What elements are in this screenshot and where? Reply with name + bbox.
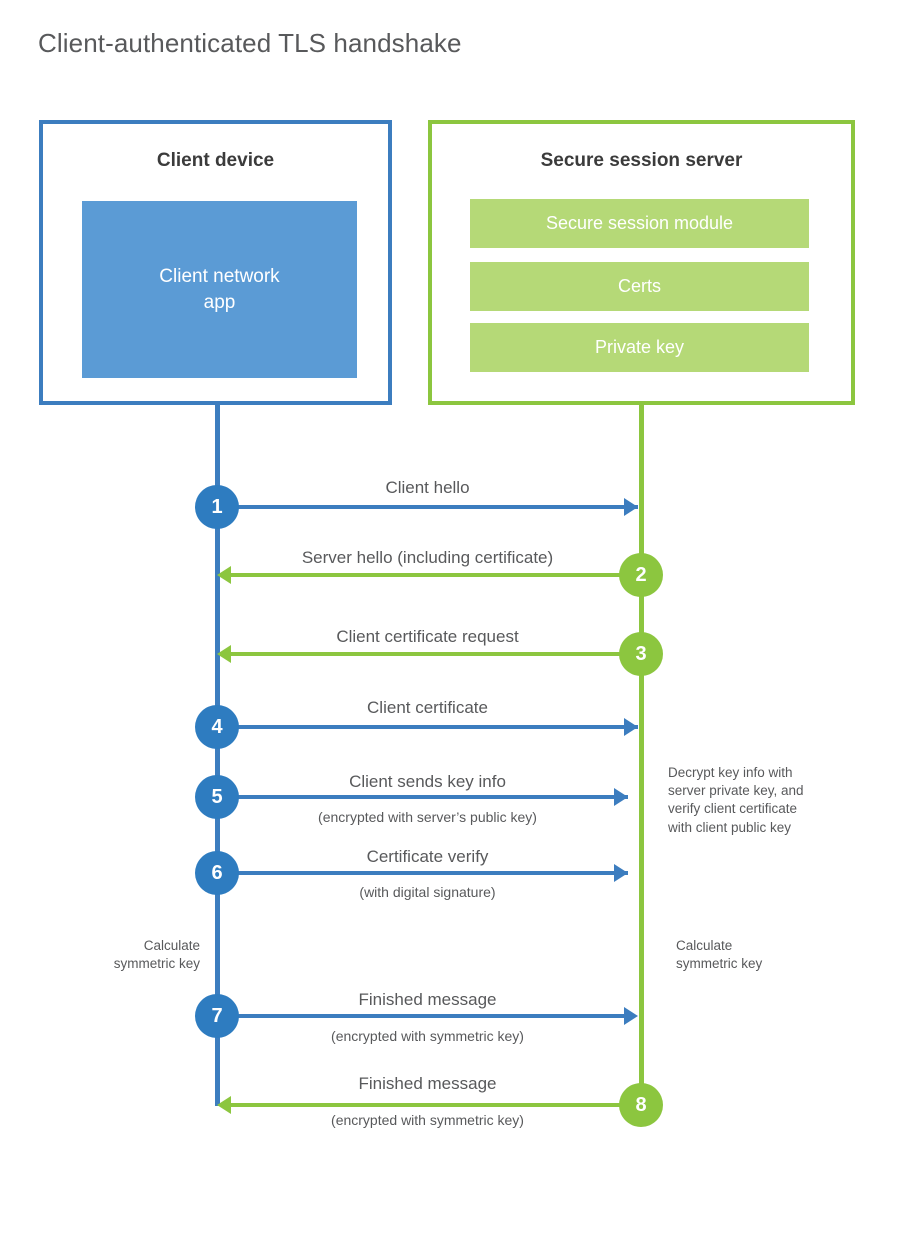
message-8-label: Finished message (358, 1074, 497, 1093)
client-device-title: Client device (156, 150, 275, 171)
client-network-app-block: Client network app (82, 201, 357, 378)
message-4-line (217, 725, 638, 729)
step-circle-3[interactable]: 3 (619, 632, 663, 676)
step-circle-5[interactable]: 5 (195, 775, 239, 819)
message-3-arrowhead-left (217, 645, 231, 663)
message-8-arrowhead-left (217, 1096, 231, 1114)
client-device-box: Client device Client network app (39, 120, 392, 405)
server-module-bar-private-key: Private key (470, 323, 809, 372)
server-module-label: Secure session module (545, 213, 734, 233)
client-lifeline (215, 404, 220, 1106)
message-7-line (217, 1014, 624, 1018)
message-1-label: Client hello (385, 478, 470, 497)
server-module-label: Certs (617, 276, 661, 296)
server-decrypt-note: Decrypt key info with server private key… (668, 765, 804, 835)
step-circle-4[interactable]: 4 (195, 705, 239, 749)
step-circle-6[interactable]: 6 (195, 851, 239, 895)
message-5-sublabel: (encrypted with server’s public key) (318, 809, 537, 825)
message-1-line (217, 505, 638, 509)
message-6-arrowhead-right (614, 864, 628, 882)
message-7-label: Finished message (358, 990, 497, 1009)
message-4-label: Client certificate (367, 698, 488, 717)
message-6-sublabel: (with digital signature) (359, 884, 496, 900)
message-2-line (231, 573, 641, 577)
server-calculate-symmetric-key-note: Calculate symmetric key (676, 938, 763, 972)
server-module-label: Private key (594, 337, 685, 357)
step-circle-7[interactable]: 7 (195, 994, 239, 1038)
message-7-arrowhead-right (624, 1007, 638, 1025)
step-circle-2[interactable]: 2 (619, 553, 663, 597)
server-module-bar-certs: Certs (470, 262, 809, 311)
message-5-line (217, 795, 628, 799)
message-2-label: Server hello (including certificate) (301, 548, 554, 567)
step-circle-1[interactable]: 1 (195, 485, 239, 529)
server-module-bar-secure-session-module: Secure session module (470, 199, 809, 248)
secure-session-server-box: Secure session server Secure session mod… (428, 120, 855, 405)
message-3-label: Client certificate request (336, 627, 519, 646)
client-calculate-symmetric-key-note: Calculate symmetric key (113, 938, 200, 972)
message-3-line (231, 652, 641, 656)
message-5-label: Client sends key info (349, 772, 506, 791)
step-circle-8[interactable]: 8 (619, 1083, 663, 1127)
message-6-label: Certificate verify (366, 847, 489, 866)
message-2-arrowhead-left (217, 566, 231, 584)
message-8-sublabel: (encrypted with symmetric key) (331, 1112, 524, 1128)
message-7-sublabel: (encrypted with symmetric key) (331, 1028, 524, 1044)
message-5-arrowhead-right (614, 788, 628, 806)
message-4-arrowhead-right (624, 718, 638, 736)
page-title: Client-authenticated TLS handshake (38, 28, 462, 58)
client-network-app-label: Client network app (159, 265, 280, 313)
message-8-line (231, 1103, 641, 1107)
server-lifeline (639, 404, 644, 1106)
secure-session-server-title: Secure session server (540, 150, 743, 171)
message-6-line (217, 871, 628, 875)
message-1-arrowhead-right (624, 498, 638, 516)
